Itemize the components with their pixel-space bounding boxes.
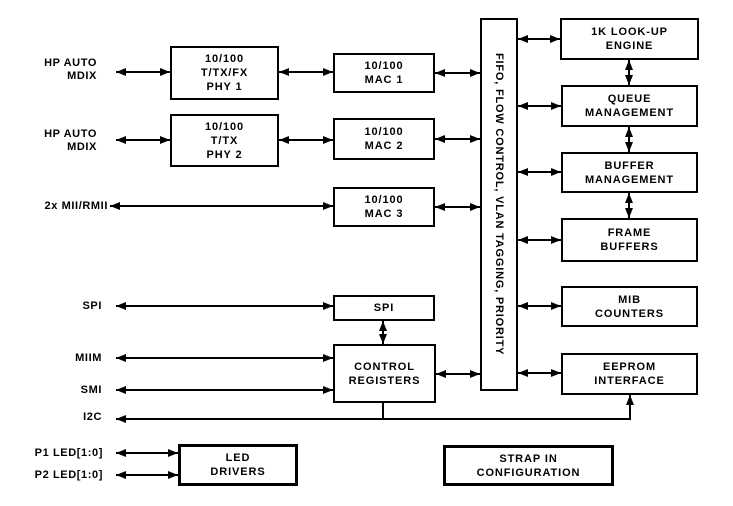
block-label: MANAGEMENT bbox=[584, 173, 675, 186]
block-label: STRAP IN bbox=[499, 452, 558, 465]
label-i2c: I2C bbox=[83, 411, 102, 423]
block-label: T/TX/FX bbox=[200, 67, 249, 79]
block-frame-buffers: FRAME BUFFERS bbox=[561, 218, 698, 262]
label-p2-led: P2 LED[1:0] bbox=[34, 469, 103, 481]
block-label: PHY 2 bbox=[206, 148, 243, 161]
block-strap-in-configuration: STRAP IN CONFIGURATION bbox=[443, 445, 614, 486]
label-smi: SMI bbox=[80, 384, 102, 396]
block-label: 1K LOOK-UP bbox=[591, 26, 668, 38]
label-miim: MIIM bbox=[75, 352, 102, 364]
block-label: INTERFACE bbox=[594, 375, 665, 387]
block-label: EEPROM bbox=[602, 361, 657, 373]
block-label: COUNTERS bbox=[595, 307, 664, 320]
block-label: CONTROL bbox=[354, 360, 415, 373]
block-label: 10/100 bbox=[204, 53, 245, 65]
block-label: FIFO, FLOW CONTROL, VLAN TAGGING, PRIORI… bbox=[493, 53, 505, 356]
label-spi: SPI bbox=[82, 300, 102, 312]
block-lookup-engine: 1K LOOK-UP ENGINE bbox=[560, 18, 699, 60]
block-mac3: 10/100 MAC 3 bbox=[333, 187, 435, 227]
block-mib-counters: MIB COUNTERS bbox=[561, 286, 698, 327]
block-label: 10/100 bbox=[364, 194, 404, 206]
block-label: PHY 1 bbox=[206, 81, 243, 93]
block-phy2: 10/100 T/TX PHY 2 bbox=[170, 114, 279, 167]
block-fifo-flow-control: FIFO, FLOW CONTROL, VLAN TAGGING, PRIORI… bbox=[480, 18, 518, 391]
block-label: 10/100 bbox=[364, 126, 404, 138]
block-label: MAC 2 bbox=[364, 140, 404, 152]
label-line: HP AUTO bbox=[44, 57, 97, 69]
label-line: MDIX bbox=[67, 70, 97, 82]
block-label: SPI bbox=[373, 302, 395, 314]
block-label: MANAGEMENT bbox=[584, 107, 675, 119]
block-buffer-management: BUFFER MANAGEMENT bbox=[561, 152, 698, 193]
label-line: MDIX bbox=[67, 141, 97, 153]
block-label: T/TX bbox=[210, 134, 239, 147]
block-label: CONFIGURATION bbox=[476, 466, 581, 479]
block-phy1: 10/100 T/TX/FX PHY 1 bbox=[170, 46, 279, 100]
block-label: REGISTERS bbox=[348, 374, 421, 387]
label-mii-rmii: 2x MII/RMII bbox=[44, 200, 108, 212]
label-hp-auto-mdix-2: HP AUTO MDIX bbox=[10, 128, 97, 154]
block-label: 10/100 bbox=[204, 120, 245, 133]
block-label: DRIVERS bbox=[210, 466, 266, 478]
label-line: HP AUTO bbox=[44, 128, 97, 140]
block-led-drivers: LED DRIVERS bbox=[178, 444, 298, 486]
block-label: MAC 3 bbox=[364, 208, 404, 220]
block-label: MAC 1 bbox=[364, 74, 404, 86]
block-label: BUFFERS bbox=[600, 241, 659, 253]
block-mac1: 10/100 MAC 1 bbox=[333, 53, 435, 93]
block-label: MIB bbox=[618, 293, 641, 306]
block-label: ENGINE bbox=[605, 40, 654, 52]
block-label: QUEUE bbox=[607, 93, 652, 105]
block-label: LED bbox=[225, 452, 251, 464]
block-label: BUFFER bbox=[604, 159, 655, 172]
block-control-registers: CONTROL REGISTERS bbox=[333, 344, 436, 403]
block-label: FRAME bbox=[607, 227, 652, 239]
label-hp-auto-mdix-1: HP AUTO MDIX bbox=[10, 57, 97, 83]
block-spi: SPI bbox=[333, 295, 435, 321]
label-p1-led: P1 LED[1:0] bbox=[34, 447, 103, 459]
block-label: 10/100 bbox=[364, 60, 404, 72]
block-eeprom-interface: EEPROM INTERFACE bbox=[561, 353, 698, 395]
block-queue-management: QUEUE MANAGEMENT bbox=[561, 85, 698, 127]
block-mac2: 10/100 MAC 2 bbox=[333, 118, 435, 160]
